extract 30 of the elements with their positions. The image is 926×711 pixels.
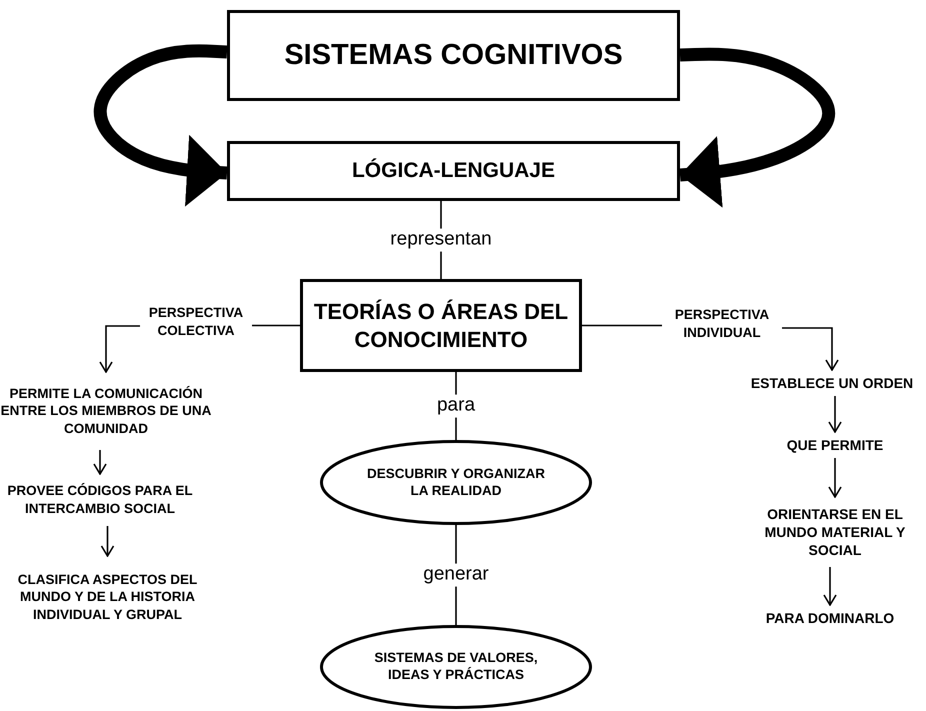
- concept-text: PERSPECTIVA INDIVIDUAL: [662, 302, 782, 346]
- node-text: DESCUBRIR Y ORGANIZAR LA REALIDAD: [366, 466, 546, 500]
- concept-box: [300, 279, 582, 372]
- concept-text: PERMITE LA COMUNICACIÓN ENTRE LOS MIEMBROS DE UNA COMUNIDAD: [0, 372, 212, 450]
- arrow: [99, 325, 140, 373]
- concept-text: ORIENTARSE EN EL MUNDO MATERIAL Y SOCIAL: [745, 497, 925, 567]
- arrow: [828, 396, 842, 433]
- arrow: [93, 450, 107, 475]
- concept-text: PARA DOMINARLO: [745, 605, 915, 631]
- curved-arrow: [94, 44, 228, 207]
- arrow: [100, 526, 114, 557]
- node-text: LÓGICA-LENGUAJE: [352, 158, 555, 184]
- concept-box: [227, 10, 680, 101]
- concept-ellipse: [320, 625, 592, 709]
- concept-text: QUE PERMITE: [775, 432, 895, 458]
- concept-ellipse: [320, 440, 592, 525]
- connector-line: [582, 324, 662, 326]
- concept-text: CLASIFICA ASPECTOS DEL MUNDO Y DE LA HISTORIA INDIVIDUAL Y GRUPAL: [5, 556, 210, 638]
- curved-arrow: [680, 48, 836, 208]
- concept-box: [227, 141, 680, 201]
- node-text: SISTEMAS COGNITIVOS: [284, 38, 623, 74]
- arrow: [828, 458, 842, 498]
- concept-text: PERSPECTIVA COLECTIVA: [140, 300, 252, 344]
- node-text: SISTEMAS DE VALORES, IDEAS Y PRÁCTICAS: [373, 650, 539, 684]
- concept-text: PROVEE CÓDIGOS PARA EL INTERCAMBIO SOCIAL: [0, 474, 200, 526]
- concept-text: ESTABLECE UN ORDEN: [740, 370, 924, 396]
- node-text: TEORÍAS O ÁREAS DEL CONOCIMIENTO: [312, 298, 570, 353]
- connector-line: [252, 324, 300, 326]
- arrow: [823, 567, 837, 606]
- arrow: [782, 327, 839, 371]
